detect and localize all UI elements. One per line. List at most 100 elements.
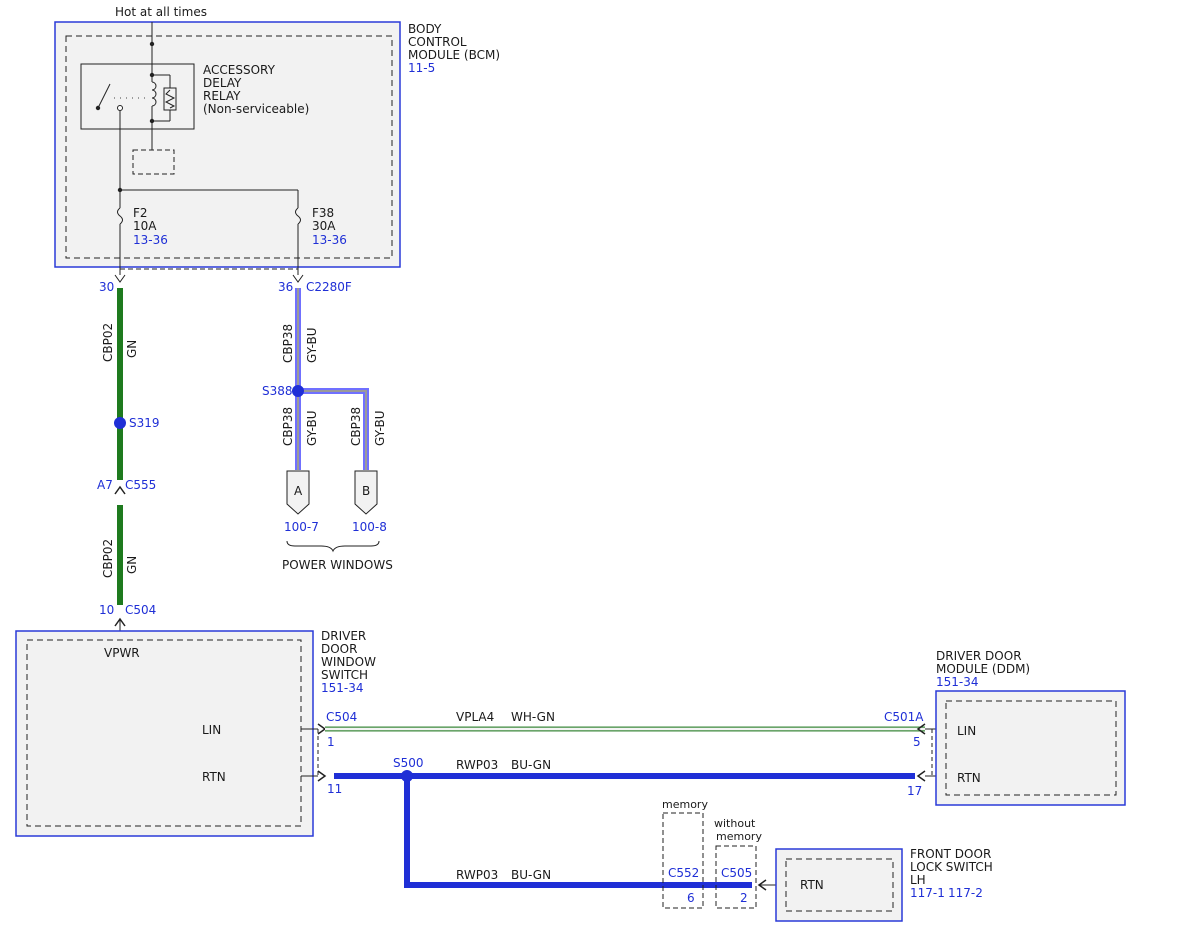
bcm-title-2: CONTROL — [408, 35, 467, 49]
cbp02-color-lower: GN — [125, 556, 139, 574]
power-windows-brace — [286, 540, 380, 553]
power-windows-label: POWER WINDOWS — [282, 558, 393, 572]
relay-label-4: (Non-serviceable) — [203, 102, 309, 116]
without-label-2: memory — [716, 830, 762, 843]
dws-title-1: DRIVER — [321, 629, 366, 643]
c505-label: C505 — [721, 866, 752, 880]
c2280f-pin36: 36 — [278, 280, 293, 294]
dws-title-2: DOOR — [321, 642, 357, 656]
rwp03-circuit-main: RWP03 — [456, 758, 498, 772]
bcm-title-3: MODULE (BCM) — [408, 48, 500, 62]
c504-pin1: 1 — [327, 735, 335, 749]
power-window-b-marker — [354, 470, 378, 515]
power-label: Hot at all times — [115, 5, 207, 19]
bcm-ref: 11-5 — [408, 61, 435, 75]
c555-arrow — [114, 485, 126, 495]
cbp38-branch-core — [298, 390, 367, 470]
relay-contact-arm — [97, 83, 111, 109]
c501a-pin5: 5 — [913, 735, 921, 749]
c552-option-box — [662, 812, 704, 909]
ddm-title-2: MODULE (DDM) — [936, 662, 1030, 676]
bcm-title-1: BODY — [408, 22, 442, 36]
rwp03-circuit-branch: RWP03 — [456, 868, 498, 882]
c2280f-pin30: 30 — [99, 280, 114, 294]
power-window-b-ref: 100-8 — [352, 520, 387, 534]
bcm-module-box — [54, 21, 401, 268]
c505-pin: 2 — [740, 891, 748, 905]
fdls-module-box — [775, 848, 903, 922]
ddm-ref: 151-34 — [936, 675, 979, 689]
s319-label: S319 — [129, 416, 160, 430]
vpla4-circuit: VPLA4 — [456, 710, 494, 724]
c552-label: C552 — [668, 866, 699, 880]
c2280f-pin30-arrow — [114, 274, 126, 283]
dws-title-3: WINDOW — [321, 655, 376, 669]
f38-fuse-symbol — [295, 207, 301, 225]
dws-ref: 151-34 — [321, 681, 364, 695]
s319-splice — [114, 417, 126, 429]
relay-ground-dashed — [132, 149, 175, 175]
ddm-rtn: RTN — [957, 771, 981, 785]
c501a-pin17: 17 — [907, 784, 922, 798]
fdls-title-1: FRONT DOOR — [910, 847, 991, 861]
s500-label: S500 — [393, 756, 424, 770]
ddm-lin: LIN — [957, 724, 976, 738]
c555-label: C555 — [125, 478, 156, 492]
power-window-a-marker — [286, 470, 310, 515]
ddm-inner-dashed — [945, 700, 1117, 796]
ddm-module-box — [935, 690, 1126, 806]
f2-fuse-symbol — [117, 207, 123, 225]
cbp38-circuit-upper: CBP38 — [281, 324, 295, 363]
relay-label-3: RELAY — [203, 89, 241, 103]
dws-vpwr: VPWR — [104, 646, 140, 660]
f38-name: F38 — [312, 206, 334, 220]
dws-title-4: SWITCH — [321, 668, 368, 682]
without-label-1: without — [714, 817, 756, 830]
c504-pin11: 11 — [327, 782, 342, 796]
f2-name: F2 — [133, 206, 148, 220]
f2-ref: 13-36 — [133, 233, 168, 247]
c504-top-label: C504 — [125, 603, 156, 617]
fdls-title-3: LH — [910, 873, 926, 887]
f38-ref: 13-36 — [312, 233, 347, 247]
fdls-ref-1: 117-1 — [910, 886, 945, 900]
c504-pin11-arrow — [317, 770, 327, 782]
c552-pin: 6 — [687, 891, 695, 905]
dws-rtn: RTN — [202, 770, 226, 784]
relay-coil-node-bot — [149, 118, 155, 124]
vpla4-color: WH-GN — [511, 710, 555, 724]
cbp38-color-a: GY-BU — [305, 410, 319, 446]
power-window-a-ref: 100-7 — [284, 520, 319, 534]
relay-box — [80, 63, 195, 130]
relay-coil-loops — [151, 81, 157, 107]
c2280f-pin36-arrow — [292, 274, 304, 283]
cbp38-circuit-a: CBP38 — [281, 407, 295, 446]
c501a-pin17-arrow — [916, 770, 926, 782]
fdls-title-2: LOCK SWITCH — [910, 860, 993, 874]
fdls-rtn: RTN — [800, 878, 824, 892]
relay-coil-node-top — [149, 72, 155, 78]
dws-lin: LIN — [202, 723, 221, 737]
c555-pin: A7 — [97, 478, 113, 492]
c505-option-box — [715, 845, 757, 909]
f2-rating: 10A — [133, 219, 157, 233]
power-window-a-letter: A — [294, 484, 303, 498]
c501a-pin5-arrow — [916, 723, 926, 735]
rwp03-color-branch: BU-GN — [511, 868, 551, 882]
fdls-ref-2: 117-2 — [948, 886, 983, 900]
bcm-inner-dashed — [65, 35, 393, 259]
c504-right-label: C504 — [326, 710, 357, 724]
c504-pin1-arrow — [317, 723, 327, 735]
s388-splice — [292, 385, 304, 397]
relay-label-1: ACCESSORY — [203, 63, 276, 77]
relay-label-2: DELAY — [203, 76, 242, 90]
c2280f-label: C2280F — [306, 280, 352, 294]
dws-module-box — [15, 630, 314, 837]
power-node — [149, 41, 155, 47]
relay-coil-zigzag — [164, 89, 176, 109]
rwp03-color-main: BU-GN — [511, 758, 551, 772]
rwp03-wire-branch — [404, 776, 752, 888]
memory-label: memory — [662, 798, 708, 811]
